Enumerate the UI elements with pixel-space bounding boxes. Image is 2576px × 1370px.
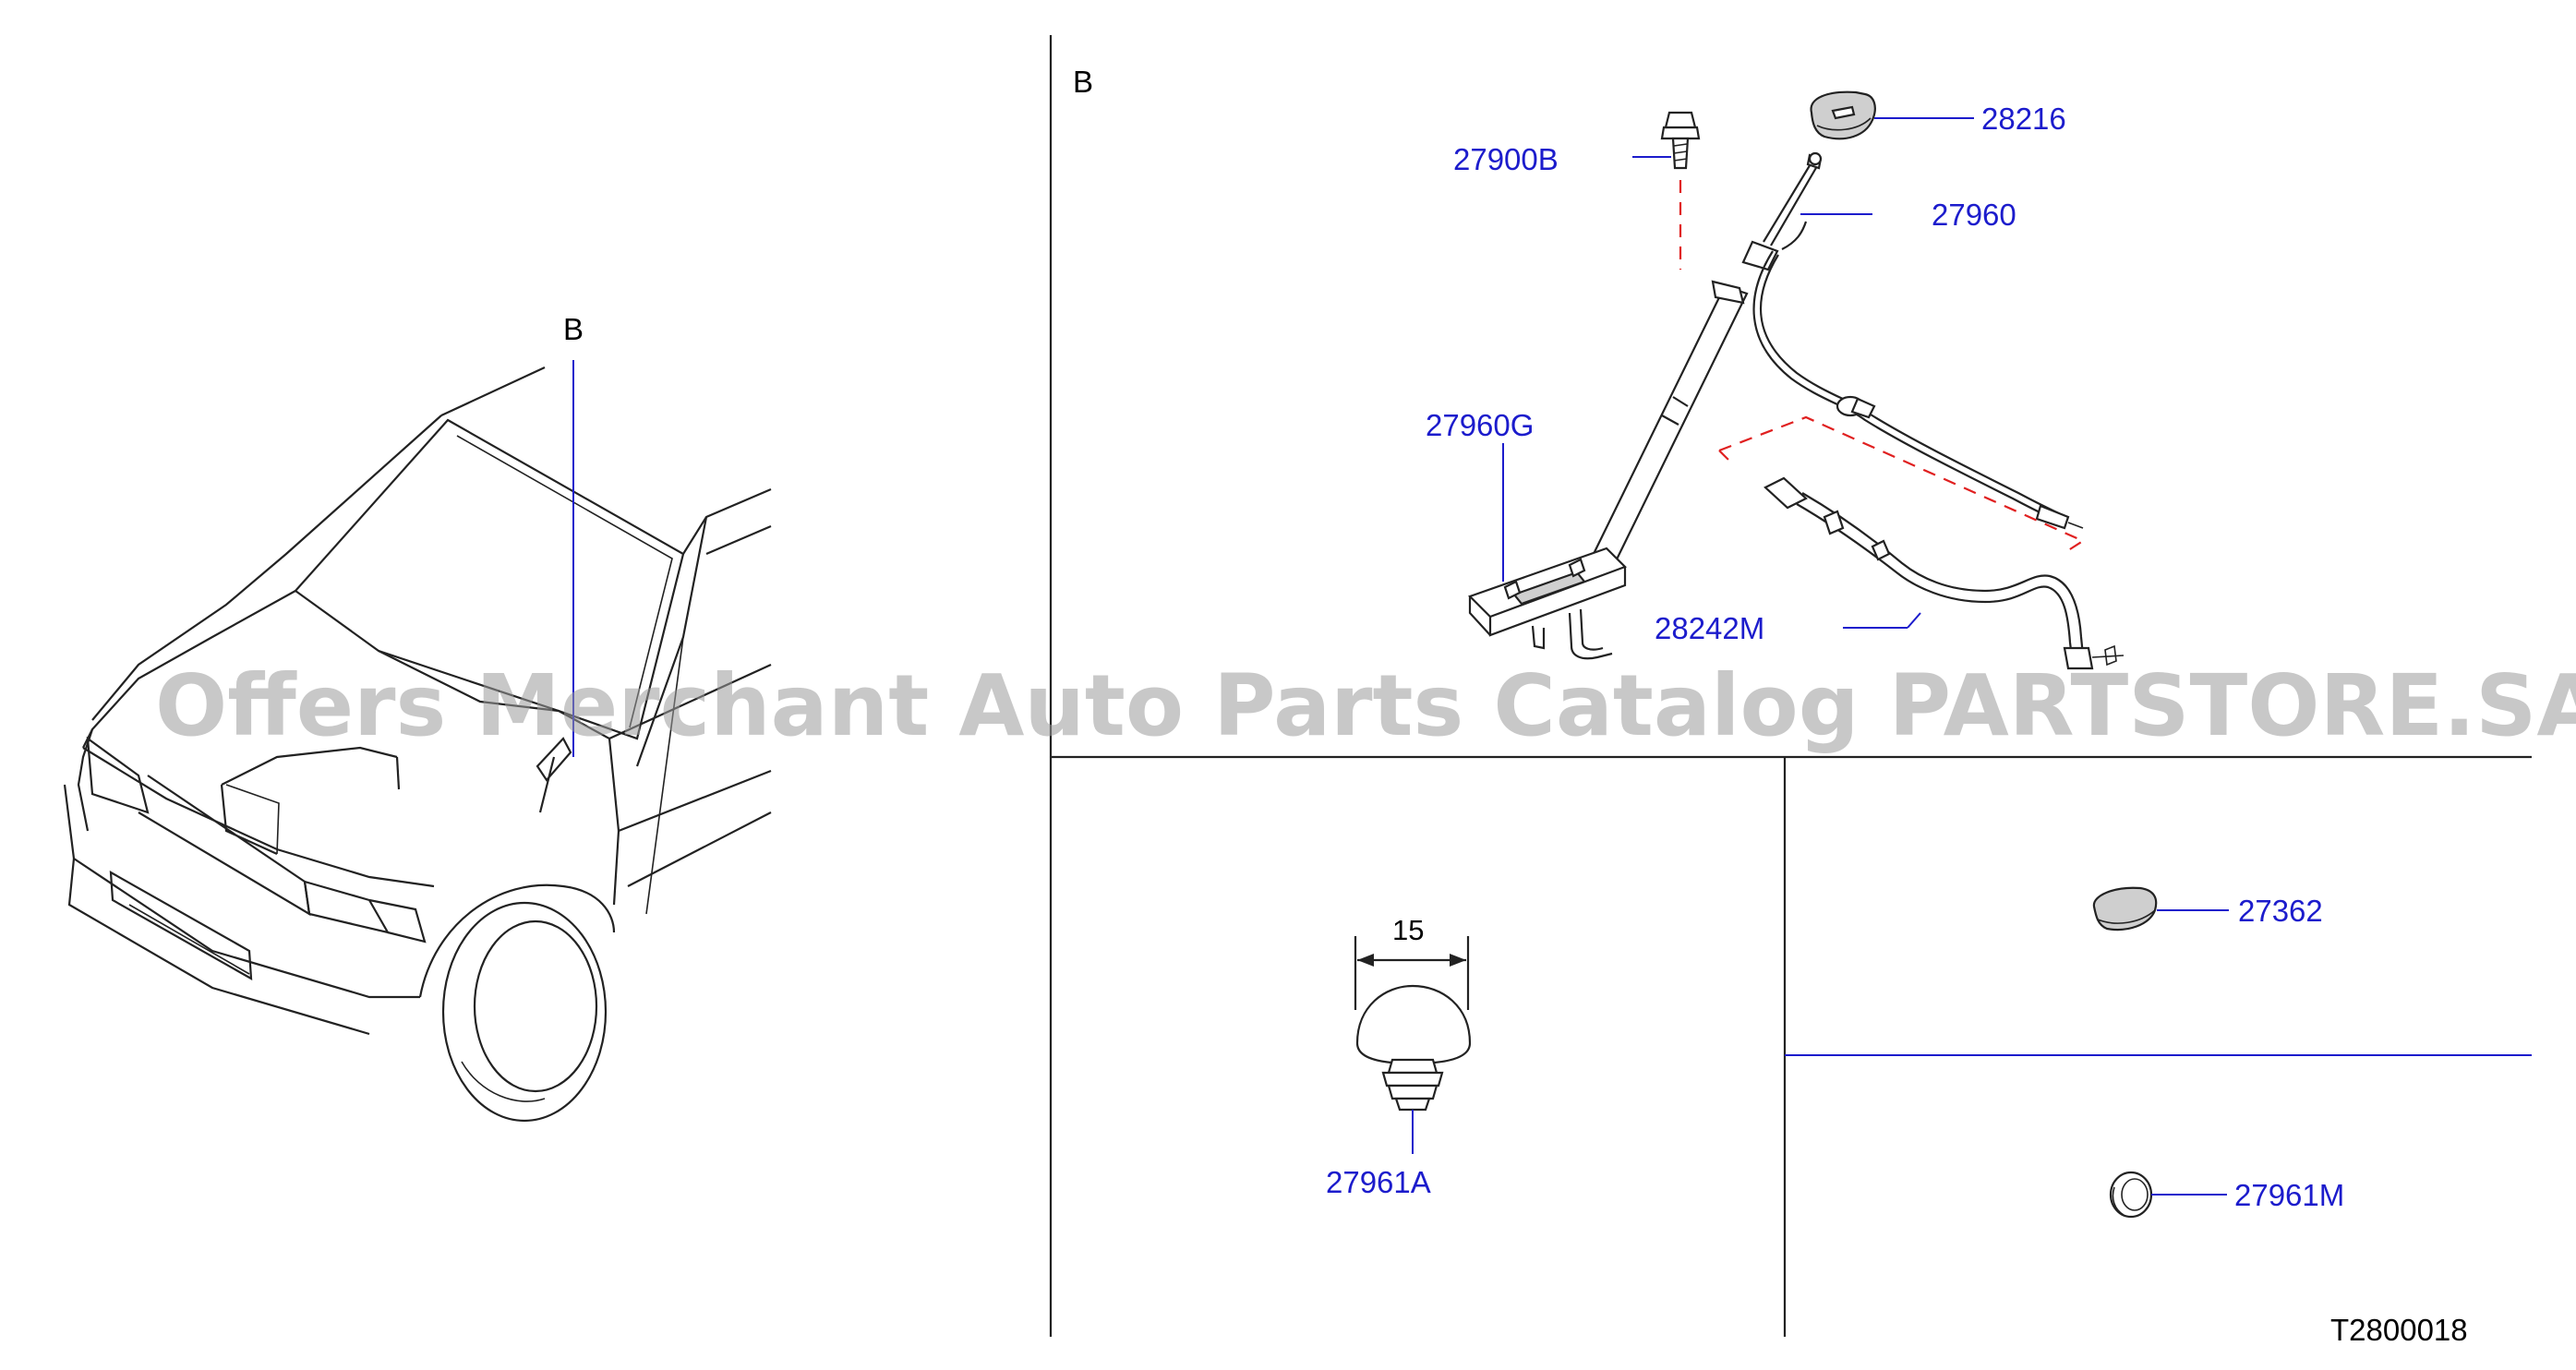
clip-part	[1355, 984, 1472, 1112]
cap-27362-panel: 27362	[2092, 886, 2323, 931]
bolt-part	[1660, 111, 1701, 170]
label-27961m: 27961M	[2234, 1178, 2344, 1212]
panel-marker-b: B	[1073, 65, 1093, 99]
label-28242m: 28242M	[1655, 611, 1764, 645]
label-27900b: 27900B	[1453, 142, 1559, 176]
vehicle-illustration: B	[63, 312, 772, 1123]
feeder-cable-part	[1763, 476, 2125, 670]
label-27362: 27362	[2238, 894, 2323, 928]
dimension-value: 15	[1392, 914, 1424, 946]
antenna-cable-part	[1752, 250, 2084, 530]
label-27960: 27960	[1932, 198, 2016, 232]
watermark: Offers Merchant Auto Parts Catalog PARTS…	[155, 656, 2576, 755]
cap-27362-part	[2092, 886, 2158, 931]
view-marker-b: B	[563, 312, 584, 346]
label-28216: 28216	[1981, 102, 2066, 136]
holder-bracket-part	[1467, 547, 1627, 660]
plug-27961m-part	[2109, 1171, 2153, 1219]
plug-27961m-panel: 27961M	[2109, 1171, 2344, 1219]
clip-panel: 15 27961A	[1326, 914, 1472, 1199]
label-27961a: 27961A	[1326, 1165, 1431, 1199]
drawing-code: T2800018	[2330, 1313, 2468, 1347]
panel-frame	[1049, 35, 2532, 1337]
cap-part	[1810, 90, 1876, 140]
antenna-assembly-panel: B 27900B 28216	[1073, 65, 2125, 670]
label-27960g: 27960G	[1426, 408, 1534, 442]
